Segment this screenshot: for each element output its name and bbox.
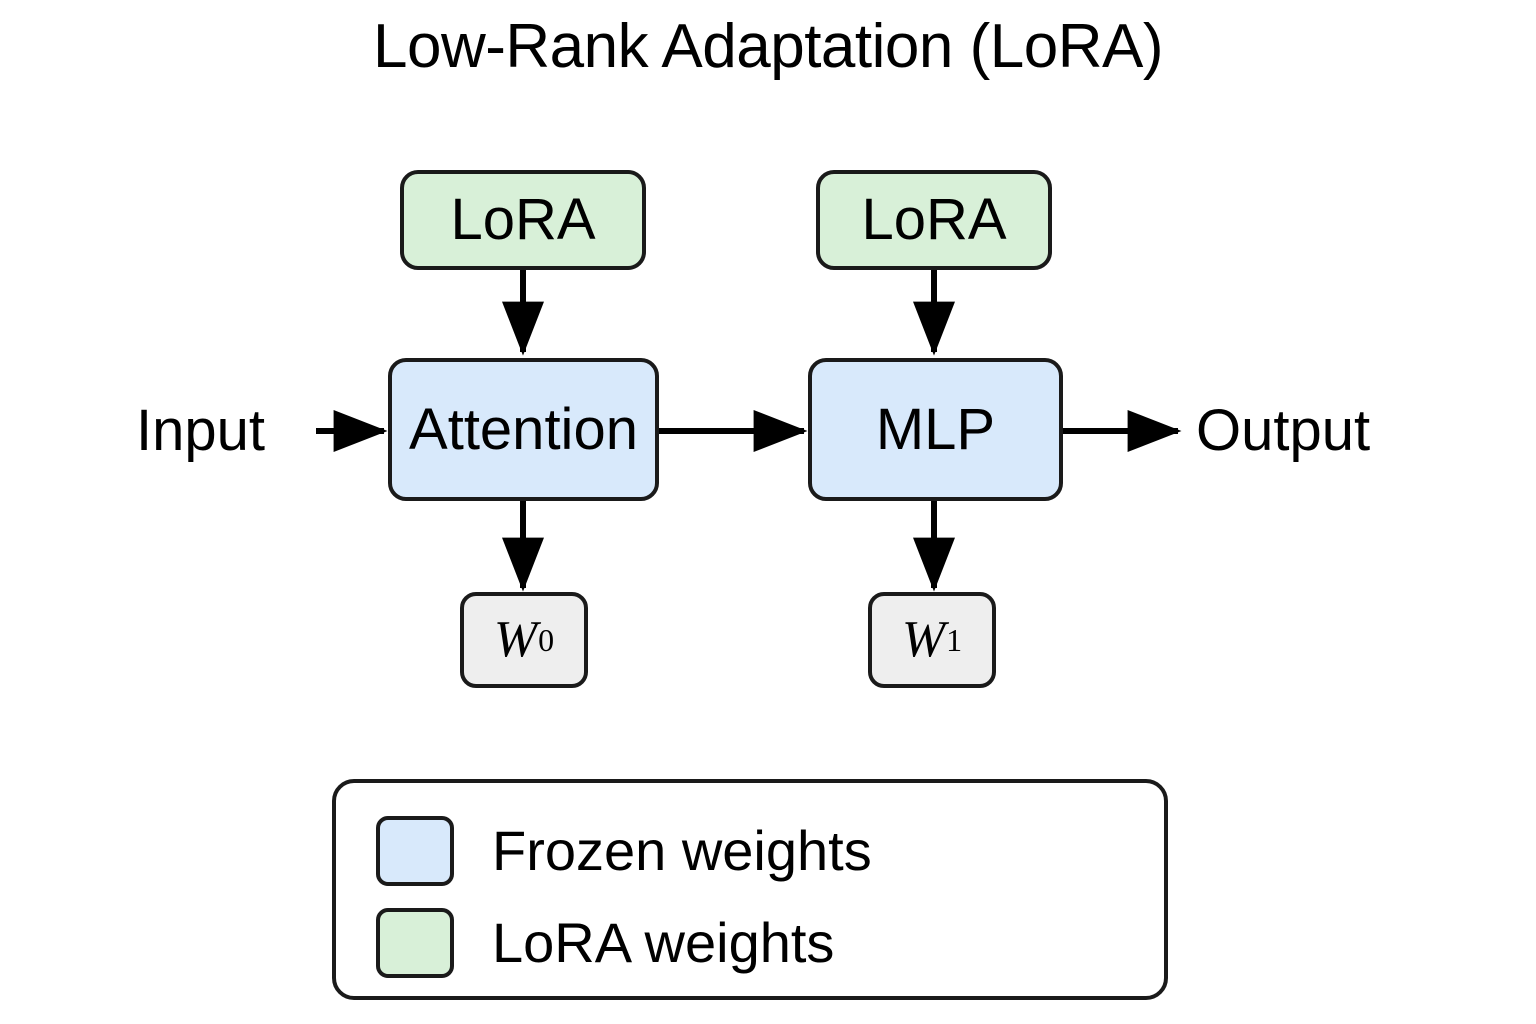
node-w0-base: W xyxy=(493,611,538,668)
legend-item-frozen: Frozen weights xyxy=(376,816,872,886)
node-attention-label: Attention xyxy=(409,396,638,462)
node-lora-mlp-label: LoRA xyxy=(861,187,1007,252)
output-label: Output xyxy=(1196,398,1371,463)
node-w1-base: W xyxy=(901,611,946,668)
input-label: Input xyxy=(136,398,265,463)
node-lora-mlp[interactable]: LoRA xyxy=(816,170,1052,270)
legend-label-lora: LoRA weights xyxy=(492,911,835,974)
node-mlp-label: MLP xyxy=(875,396,996,462)
legend-item-lora: LoRA weights xyxy=(376,908,834,978)
legend-label-frozen: Frozen weights xyxy=(492,819,872,882)
node-attention[interactable]: Attention xyxy=(388,358,659,501)
node-lora-attention-label: LoRA xyxy=(450,187,596,252)
node-w1-subscript: 1 xyxy=(946,622,963,658)
legend-swatch-lora-icon xyxy=(376,908,454,978)
node-mlp[interactable]: MLP xyxy=(808,358,1063,501)
legend: Frozen weights LoRA weights xyxy=(332,779,1168,1000)
node-lora-attention[interactable]: LoRA xyxy=(400,170,646,270)
legend-swatch-frozen-icon xyxy=(376,816,454,886)
figure-title: Low-Rank Adaptation (LoRA) xyxy=(372,12,1164,81)
node-w0-subscript: 0 xyxy=(538,622,555,658)
